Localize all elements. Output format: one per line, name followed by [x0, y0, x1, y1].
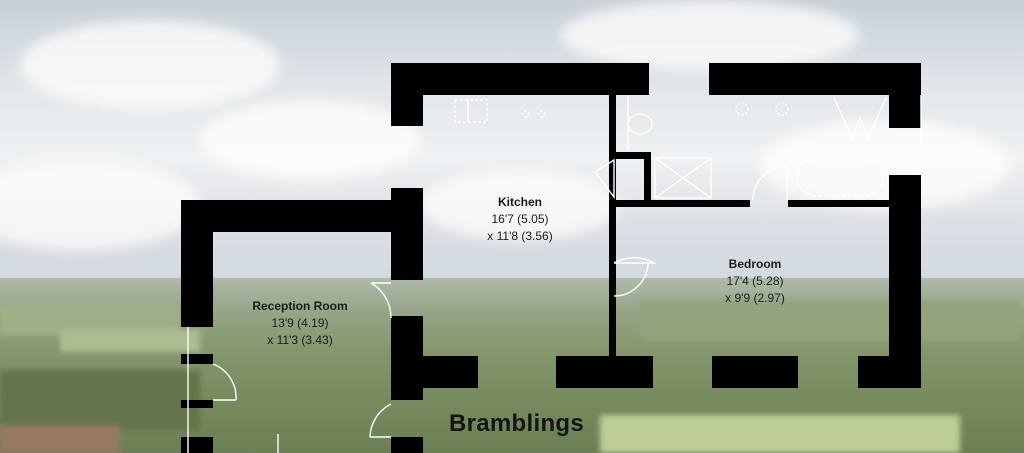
- walls: [181, 63, 921, 453]
- kitchen-left-wall-lower: [391, 316, 423, 400]
- cloud: [420, 170, 620, 240]
- kitchen-bedroom-partition: [609, 63, 616, 363]
- room-dimension: 13'9 (4.19): [271, 316, 329, 330]
- reception-top-wall: [181, 200, 421, 232]
- room-name: Kitchen: [497, 195, 542, 209]
- reception-left-wall-lower: [181, 437, 213, 453]
- reception-right-wall-lower: [391, 437, 423, 453]
- door-swing-icon: [752, 165, 788, 201]
- bedroom-bottom-wall-b: [858, 356, 921, 388]
- room-dimension: x 11'3 (3.43): [267, 333, 333, 347]
- reception-window-mullion: [181, 354, 213, 364]
- basin-icon: [775, 102, 789, 116]
- cloud: [20, 20, 280, 110]
- kitchen-left-wall-upper: [391, 63, 423, 126]
- door-swing-icon: [212, 363, 237, 401]
- kitchen-bottom-wall-a: [420, 356, 478, 388]
- kitchen-bottom-wall-b: [556, 356, 653, 388]
- sink-icon: [522, 110, 530, 118]
- fixtures: [187, 95, 922, 453]
- room-dimension: x 11'8 (3.56): [487, 229, 553, 243]
- door-swing-icon: [613, 261, 649, 297]
- door-swing-icon: [613, 256, 657, 264]
- ensuite-side-wall: [644, 152, 651, 204]
- door-swing-icon: [369, 403, 392, 438]
- cloud: [200, 100, 420, 180]
- cloud: [0, 160, 200, 250]
- ensuite-top-wall: [613, 152, 649, 159]
- room-name: Bedroom: [728, 257, 782, 271]
- bedroom-right-wall-lower: [889, 175, 921, 388]
- shower-cross: [654, 157, 712, 199]
- hob-icon: [454, 99, 488, 123]
- toilet-icon: [627, 113, 653, 135]
- wardrobe-door-icon: [833, 97, 887, 140]
- reception-room-label: Reception Room 13'9 (4.19) x 11'3 (3.43): [230, 298, 370, 349]
- cupboard-door-icon: [593, 158, 615, 200]
- field: [640, 300, 1020, 340]
- plan-title: Bramblings: [449, 410, 585, 437]
- wardrobe-bottom-wall: [788, 200, 892, 207]
- field: [60, 330, 200, 352]
- field: [600, 415, 960, 453]
- kitchen-top-wall: [391, 63, 649, 95]
- bedroom-bottom-wall-a: [712, 356, 798, 388]
- room-dimension: 17'4 (5.28): [726, 274, 784, 288]
- field: [0, 425, 120, 453]
- ensuite-bottom-wall: [613, 200, 750, 207]
- door-swing-icon: [370, 282, 392, 319]
- room-dimension: x 9'9 (2.97): [725, 291, 785, 305]
- sink-icon: [538, 110, 546, 118]
- kitchen-label: Kitchen 16'7 (5.05) x 11'8 (3.56): [460, 194, 580, 245]
- room-name: Reception Room: [252, 299, 348, 313]
- cloud: [560, 0, 860, 70]
- bedroom-top-wall: [709, 63, 921, 95]
- shower-tray-icon: [654, 157, 712, 199]
- reception-window-mullion: [181, 400, 213, 408]
- room-dimension: 16'7 (5.05): [491, 212, 549, 226]
- bedroom-right-wall-upper: [889, 63, 921, 128]
- field: [0, 370, 200, 430]
- basin-icon: [735, 102, 749, 116]
- reception-left-wall-upper: [181, 200, 213, 327]
- bedroom-label: Bedroom 17'4 (5.28) x 9'9 (2.97): [695, 256, 815, 307]
- bath-icon: [796, 157, 884, 197]
